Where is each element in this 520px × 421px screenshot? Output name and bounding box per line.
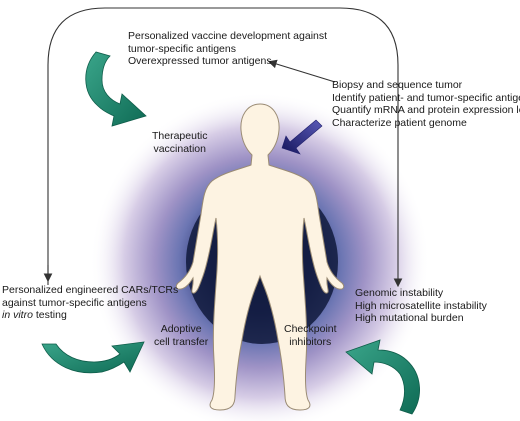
car-line-3: in vitro testing <box>2 309 178 322</box>
vaccine-development-text: Personalized vaccine development against… <box>128 30 327 68</box>
adoptive-line-2: cell transfer <box>154 336 208 349</box>
checkpoint-line-1: Checkpoint <box>284 323 337 336</box>
adoptive-green-arrow <box>42 342 144 373</box>
car-line-3-rest: testing <box>33 309 67 321</box>
adoptive-cell-transfer-label: Adoptive cell transfer <box>154 323 208 348</box>
vaccine-line-1: Personalized vaccine development against <box>128 30 327 43</box>
adoptive-line-1: Adoptive <box>154 323 208 336</box>
car-line-3-italic: in vitro <box>2 309 33 321</box>
therapeutic-line-2: vaccination <box>152 143 207 156</box>
biopsy-line-1: Biopsy and sequence tumor <box>332 79 520 92</box>
vaccine-line-3: Overexpressed tumor antigens <box>128 55 327 68</box>
therapeutic-vaccination-label: Therapeutic vaccination <box>152 130 207 155</box>
checkpoint-inhibitors-label: Checkpoint inhibitors <box>284 323 337 348</box>
genomic-instability-text: Genomic instability High microsatellite … <box>355 287 487 325</box>
genomic-line-2: High microsatellite instability <box>355 300 487 313</box>
therapeutic-line-1: Therapeutic <box>152 130 207 143</box>
biopsy-line-3: Quantify mRNA and protein expression lev… <box>332 104 520 117</box>
car-line-2: against tumor-specific antigens <box>2 297 178 310</box>
biopsy-text: Biopsy and sequence tumor Identify patie… <box>332 79 520 129</box>
checkpoint-line-2: inhibitors <box>284 336 337 349</box>
genomic-line-3: High mutational burden <box>355 312 487 325</box>
biopsy-line-4: Characterize patient genome <box>332 117 520 130</box>
car-tcr-text: Personalized engineered CARs/TCRs agains… <box>2 284 178 322</box>
genomic-line-1: Genomic instability <box>355 287 487 300</box>
biopsy-line-2: Identify patient- and tumor-specific ant… <box>332 92 520 105</box>
car-line-1: Personalized engineered CARs/TCRs <box>2 284 178 297</box>
vaccine-line-2: tumor-specific antigens <box>128 43 327 56</box>
